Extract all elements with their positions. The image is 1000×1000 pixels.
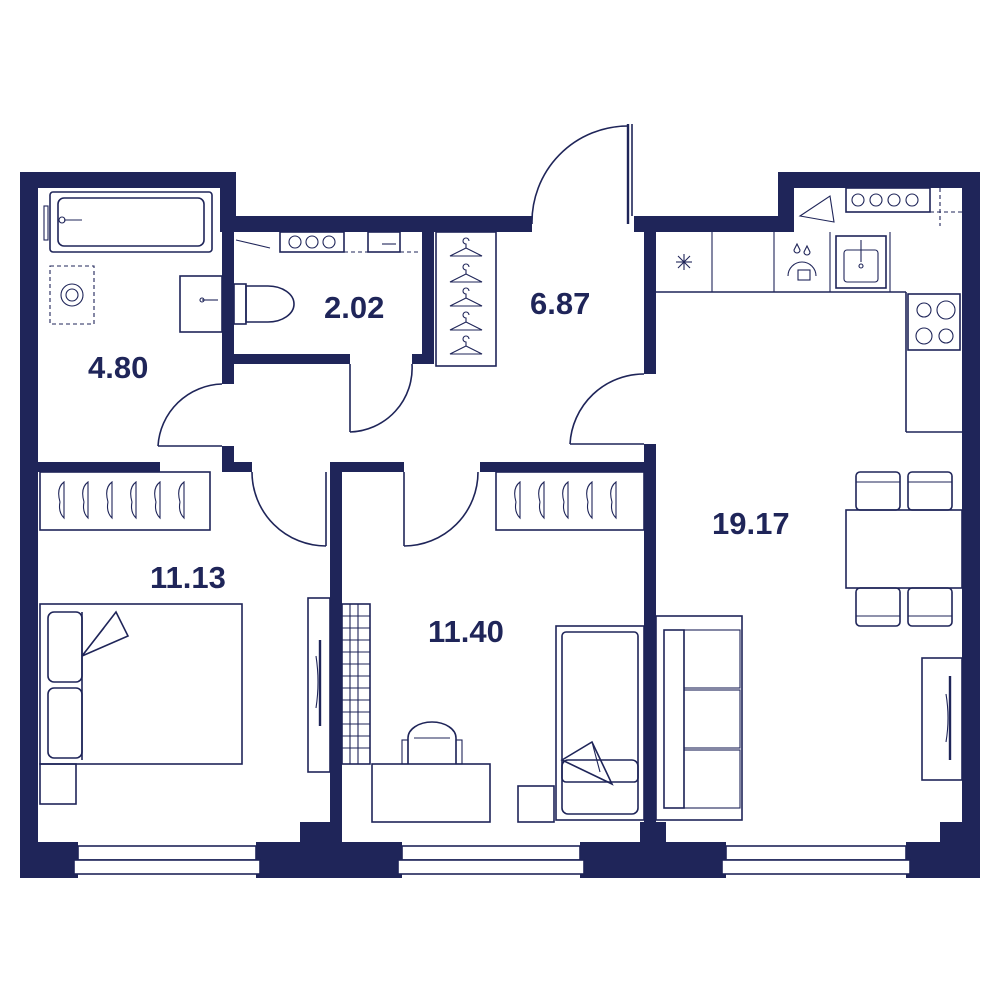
toilet-door-icon xyxy=(349,363,413,433)
kitchen-meter-icon xyxy=(798,187,962,226)
dishwasher-icon xyxy=(787,242,817,281)
wardrobe-icon xyxy=(39,471,211,531)
toilet-sink-icon xyxy=(367,231,401,253)
wall-bed2-top xyxy=(480,462,656,472)
toilet-icon xyxy=(233,283,295,325)
wall-pillar-3 xyxy=(940,822,980,844)
kitchen-counter xyxy=(656,232,962,433)
windows xyxy=(73,845,911,875)
bathroom-door-icon xyxy=(157,383,223,447)
wall-bath-right xyxy=(222,222,234,384)
wall-outer-right xyxy=(962,172,980,878)
wardrobe-hanger-icon xyxy=(435,231,497,367)
nightstand-icon xyxy=(517,785,555,823)
kitchen-sink-icon xyxy=(835,235,887,289)
kitchen-door-icon xyxy=(569,373,645,445)
wall-bottom-3 xyxy=(580,842,726,878)
window-bedroom-2 xyxy=(401,845,581,861)
wall-toilet-bottom-l xyxy=(230,354,350,364)
dining-table-icon xyxy=(845,471,963,627)
wall-bed1-bed2 xyxy=(330,462,342,842)
tv-icon xyxy=(921,657,963,781)
wall-top-kitchen xyxy=(778,172,980,188)
sink-icon xyxy=(179,275,223,333)
bedroom-2-door-icon xyxy=(403,471,479,547)
wall-bed-top-mid xyxy=(330,462,404,472)
wall-bath-step xyxy=(220,172,236,222)
entrance-door-icon xyxy=(531,124,633,225)
wall-kitchen-left-top xyxy=(644,228,656,374)
wall-top-bathroom xyxy=(20,172,236,188)
window-bedroom xyxy=(77,845,257,861)
washing-machine-icon xyxy=(49,265,95,325)
single-bed-icon xyxy=(555,625,645,821)
bookshelf-icon xyxy=(341,603,371,765)
wall-top-toilet xyxy=(220,216,532,232)
toilet-area-label: 2.02 xyxy=(324,290,384,325)
wall-bottom-2 xyxy=(256,842,402,878)
wall-top-kitchen-left xyxy=(634,216,786,232)
wall-bottom-1 xyxy=(20,842,78,878)
stove-icon xyxy=(907,293,961,351)
room-labels: 4.80 2.02 6.87 19.17 11.13 11.40 xyxy=(88,286,790,649)
bedroom-2-area-label: 11.40 xyxy=(428,614,504,649)
wall-toilet-right xyxy=(422,228,434,364)
bedroom-area-label: 11.13 xyxy=(150,560,226,595)
bathtub-icon xyxy=(43,191,213,253)
bedroom-tv-icon xyxy=(307,597,331,773)
water-meter-icon xyxy=(235,231,420,253)
double-bed-icon xyxy=(39,603,243,805)
wall-bath-bottom xyxy=(20,462,160,472)
wall-kitchen-left xyxy=(644,444,656,842)
doors xyxy=(157,124,645,547)
desk-icon xyxy=(371,763,491,823)
bedroom-door-icon xyxy=(251,471,327,547)
hallway-area-label: 6.87 xyxy=(530,286,590,321)
wall-bath-bottom-r xyxy=(222,462,252,472)
wall-bottom-4 xyxy=(906,842,980,878)
bathroom-area-label: 4.80 xyxy=(88,350,148,385)
sofa-icon xyxy=(655,615,743,821)
bedroom-2-wardrobe-icon xyxy=(495,471,645,531)
fridge-icon xyxy=(676,254,692,270)
wall-outer-left xyxy=(20,172,38,878)
walls xyxy=(20,172,980,878)
window-living xyxy=(725,845,907,861)
kitchen-living-area-label: 19.17 xyxy=(712,506,790,541)
chair-icon xyxy=(401,721,463,765)
